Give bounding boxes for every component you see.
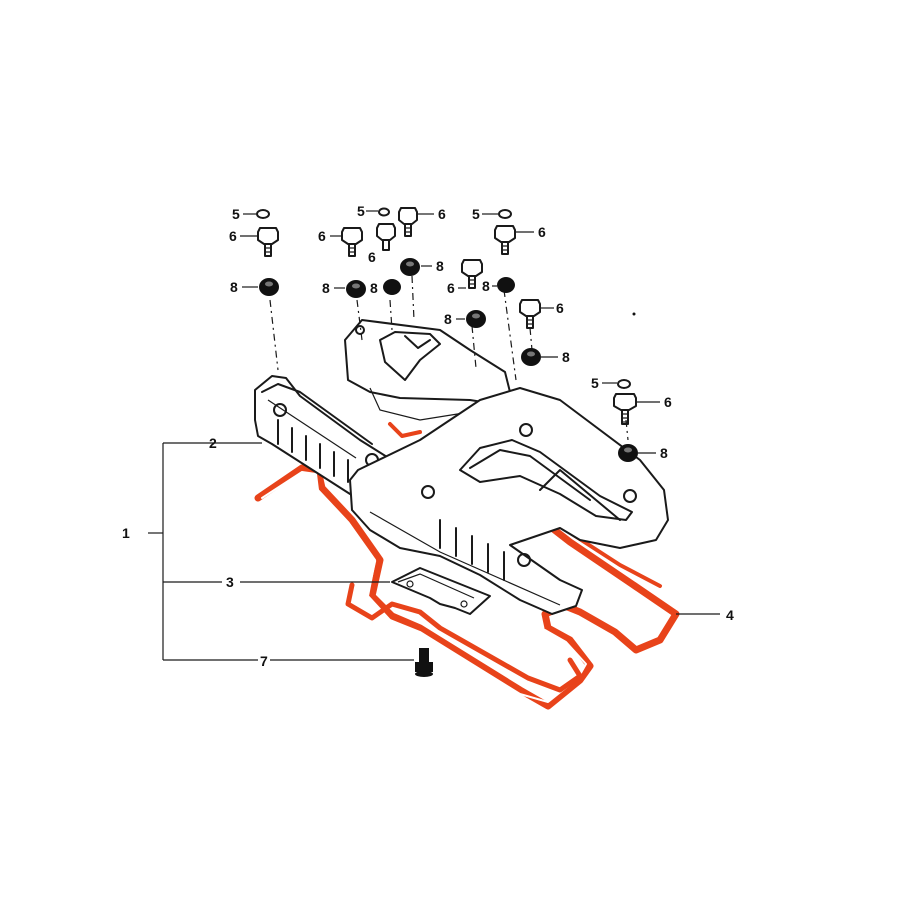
label-6: 6: [229, 228, 237, 244]
label-7: 7: [260, 653, 268, 669]
small-bolt: [415, 648, 433, 677]
label-5: 5: [472, 206, 480, 222]
label-6: 6: [556, 300, 564, 316]
callout-labels: 1 2 3 4 7 5 5 5 5 6 6 6 6 6 6 6 6 8 8 8 …: [122, 203, 734, 669]
label-1: 1: [122, 525, 130, 541]
label-6: 6: [438, 206, 446, 222]
label-8: 8: [370, 280, 378, 296]
label-6: 6: [447, 280, 455, 296]
label-3: 3: [226, 574, 234, 590]
label-2: 2: [209, 435, 217, 451]
alignment-lines: [269, 275, 629, 441]
bolts: [257, 207, 637, 425]
label-5: 5: [591, 375, 599, 391]
label-6: 6: [538, 224, 546, 240]
label-8: 8: [562, 349, 570, 365]
gasket-outer: [254, 464, 680, 710]
label-8: 8: [436, 258, 444, 274]
label-8: 8: [322, 280, 330, 296]
label-8: 8: [660, 445, 668, 461]
label-5: 5: [357, 203, 365, 219]
label-8: 8: [444, 311, 452, 327]
label-8: 8: [230, 279, 238, 295]
breather-plate: [391, 567, 491, 615]
label-4: 4: [726, 607, 734, 623]
label-6: 6: [664, 394, 672, 410]
washers: [256, 207, 631, 389]
assembly-bracket: [148, 442, 258, 661]
label-6: 6: [368, 249, 376, 265]
label-8: 8: [482, 278, 490, 294]
leader-lines: [205, 210, 720, 661]
stray-mark: [632, 312, 636, 316]
valve-cover: [254, 319, 669, 615]
label-6: 6: [318, 228, 326, 244]
grommets: [259, 258, 638, 462]
label-5: 5: [232, 206, 240, 222]
